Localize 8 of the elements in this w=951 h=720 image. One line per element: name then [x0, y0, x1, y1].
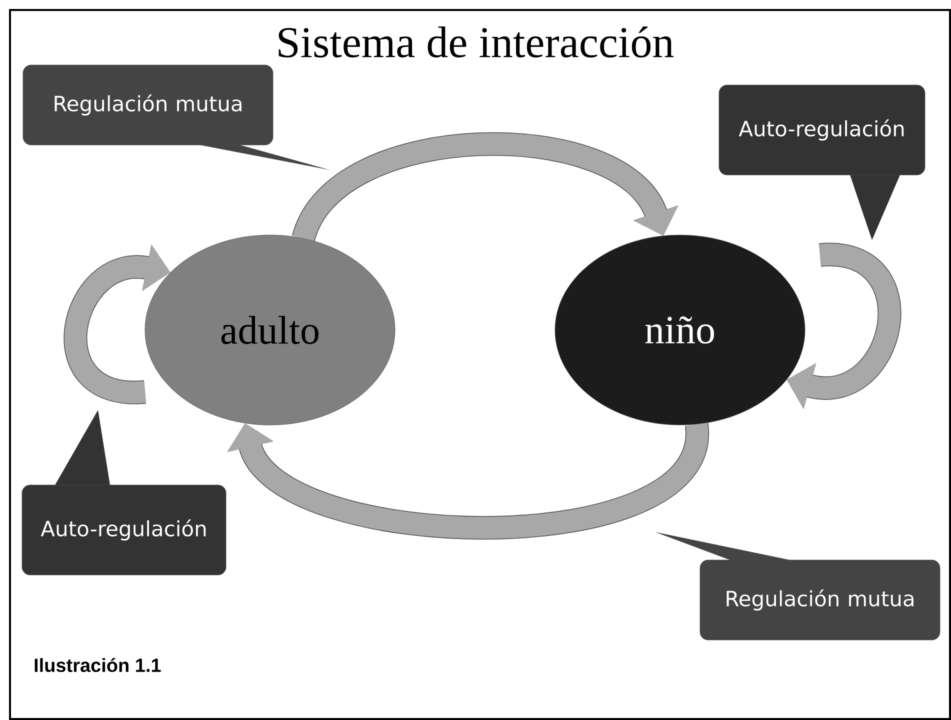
- speech-bubble: Auto-regulación: [718, 84, 926, 240]
- curved-arrow: [292, 132, 678, 244]
- speech-bubble: Regulación mutua: [22, 64, 330, 170]
- speech-bubble: Auto-regulación: [22, 410, 226, 576]
- title: Sistema de interacción: [278, 26, 674, 58]
- speech-bubble: Regulación mutua: [655, 532, 940, 640]
- curved-arrow: [227, 422, 708, 540]
- caption: Ilustración 1.1: [34, 658, 161, 672]
